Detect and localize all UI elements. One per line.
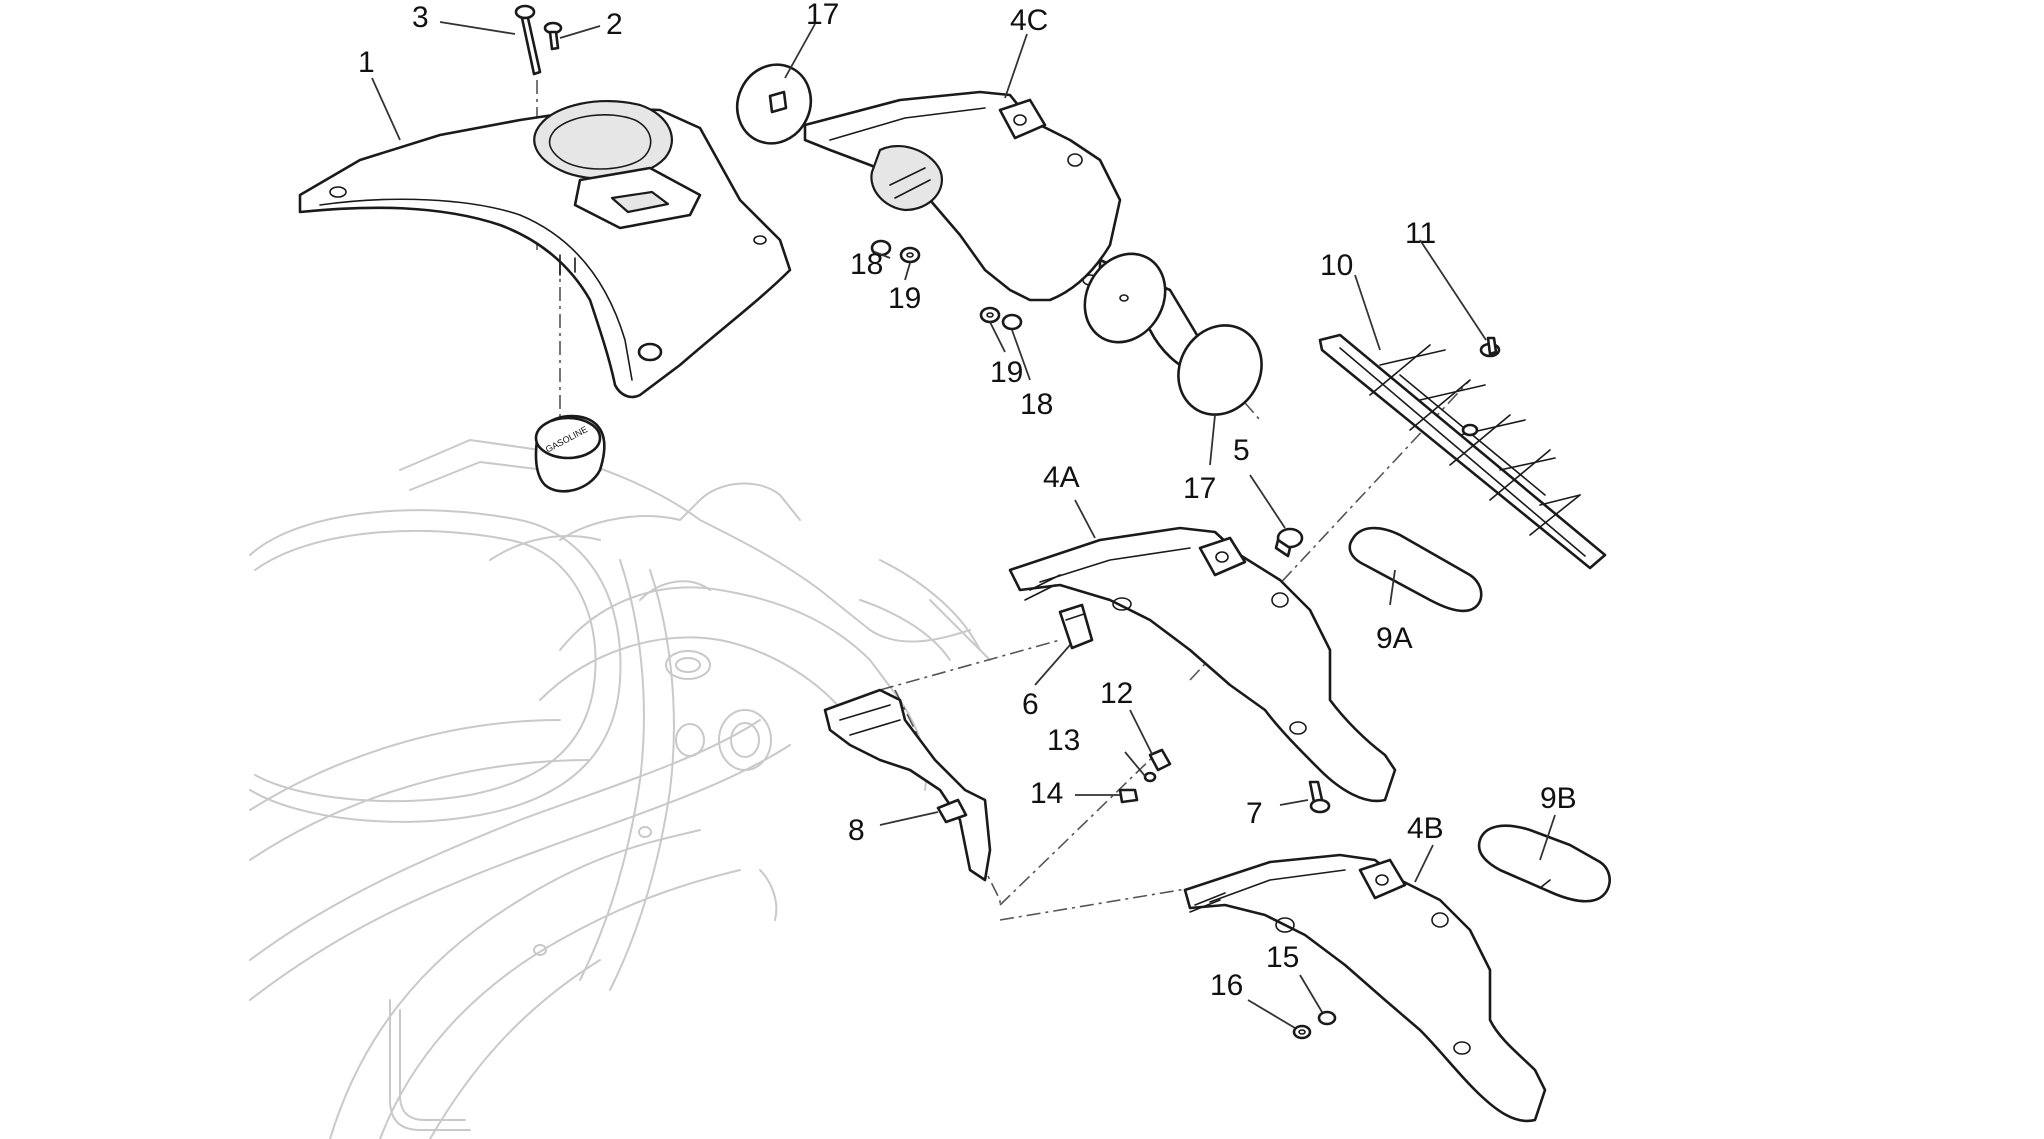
- callout-18-upper: 18: [850, 248, 883, 281]
- callout-5: 5: [1233, 434, 1250, 467]
- callout-13: 13: [1047, 724, 1080, 757]
- screw-part-7: [1308, 780, 1331, 814]
- screw-part-2: [543, 21, 563, 51]
- callout-15: 15: [1266, 941, 1299, 974]
- mount-bracket: [823, 688, 992, 882]
- plate-holder-part-10: [1318, 333, 1607, 570]
- callout-6: 6: [1022, 688, 1039, 721]
- fender-part-4A: [1008, 526, 1397, 803]
- nut-part-16: [1292, 1024, 1312, 1040]
- callout-9A: 9A: [1376, 622, 1413, 655]
- rear-cover-part-1: [298, 99, 792, 399]
- callout-4B: 4B: [1407, 812, 1444, 845]
- scooter-frame-background: [249, 439, 991, 1139]
- callout-8: 8: [848, 814, 865, 847]
- nut-part-13: [1143, 771, 1157, 783]
- callout-19-lower: 19: [990, 356, 1023, 389]
- callout-19-upper: 19: [888, 282, 921, 315]
- reflector-part-9A: [1348, 526, 1483, 613]
- screw-part-5: [1274, 527, 1304, 558]
- callout-10: 10: [1320, 249, 1353, 282]
- callout-4C: 4C: [1010, 4, 1048, 37]
- callout-4A: 4A: [1043, 461, 1080, 494]
- clip-part-6: [1058, 603, 1094, 650]
- screw-part-3: [514, 4, 542, 76]
- callout-18-lower: 18: [1020, 388, 1053, 421]
- washer-part-15: [1317, 1010, 1337, 1026]
- callout-12: 12: [1100, 677, 1133, 710]
- callout-labels: 1 2 3 17 4C 18 19 19 18 17 11 10 5 4A 9A…: [358, 0, 1577, 1002]
- fender-part-4B: [1183, 853, 1547, 1123]
- reflector-disc-part-17-lower: [1177, 324, 1263, 416]
- reflector-part-9B: [1477, 824, 1611, 903]
- callout-11: 11: [1405, 217, 1436, 250]
- washer-nut-upper: [870, 239, 1023, 331]
- callout-17-lower: 17: [1183, 472, 1216, 505]
- callout-17-upper: 17: [806, 0, 839, 31]
- leader-lines: [371, 21, 1556, 1029]
- callout-14: 14: [1030, 777, 1063, 810]
- callout-9B: 9B: [1540, 782, 1577, 815]
- spring-part-12: [1148, 748, 1172, 772]
- clip-part-8: [936, 798, 968, 824]
- callout-7: 7: [1246, 797, 1263, 830]
- callout-1: 1: [358, 46, 375, 79]
- fuel-cap: GASOLINE: [534, 414, 606, 493]
- callout-16: 16: [1210, 969, 1243, 1002]
- fender-part-4C: [803, 90, 1202, 372]
- callout-2: 2: [606, 8, 623, 41]
- callout-3: 3: [412, 1, 429, 34]
- screw-part-11: [1479, 336, 1501, 358]
- bolt-part-14: [1118, 788, 1139, 804]
